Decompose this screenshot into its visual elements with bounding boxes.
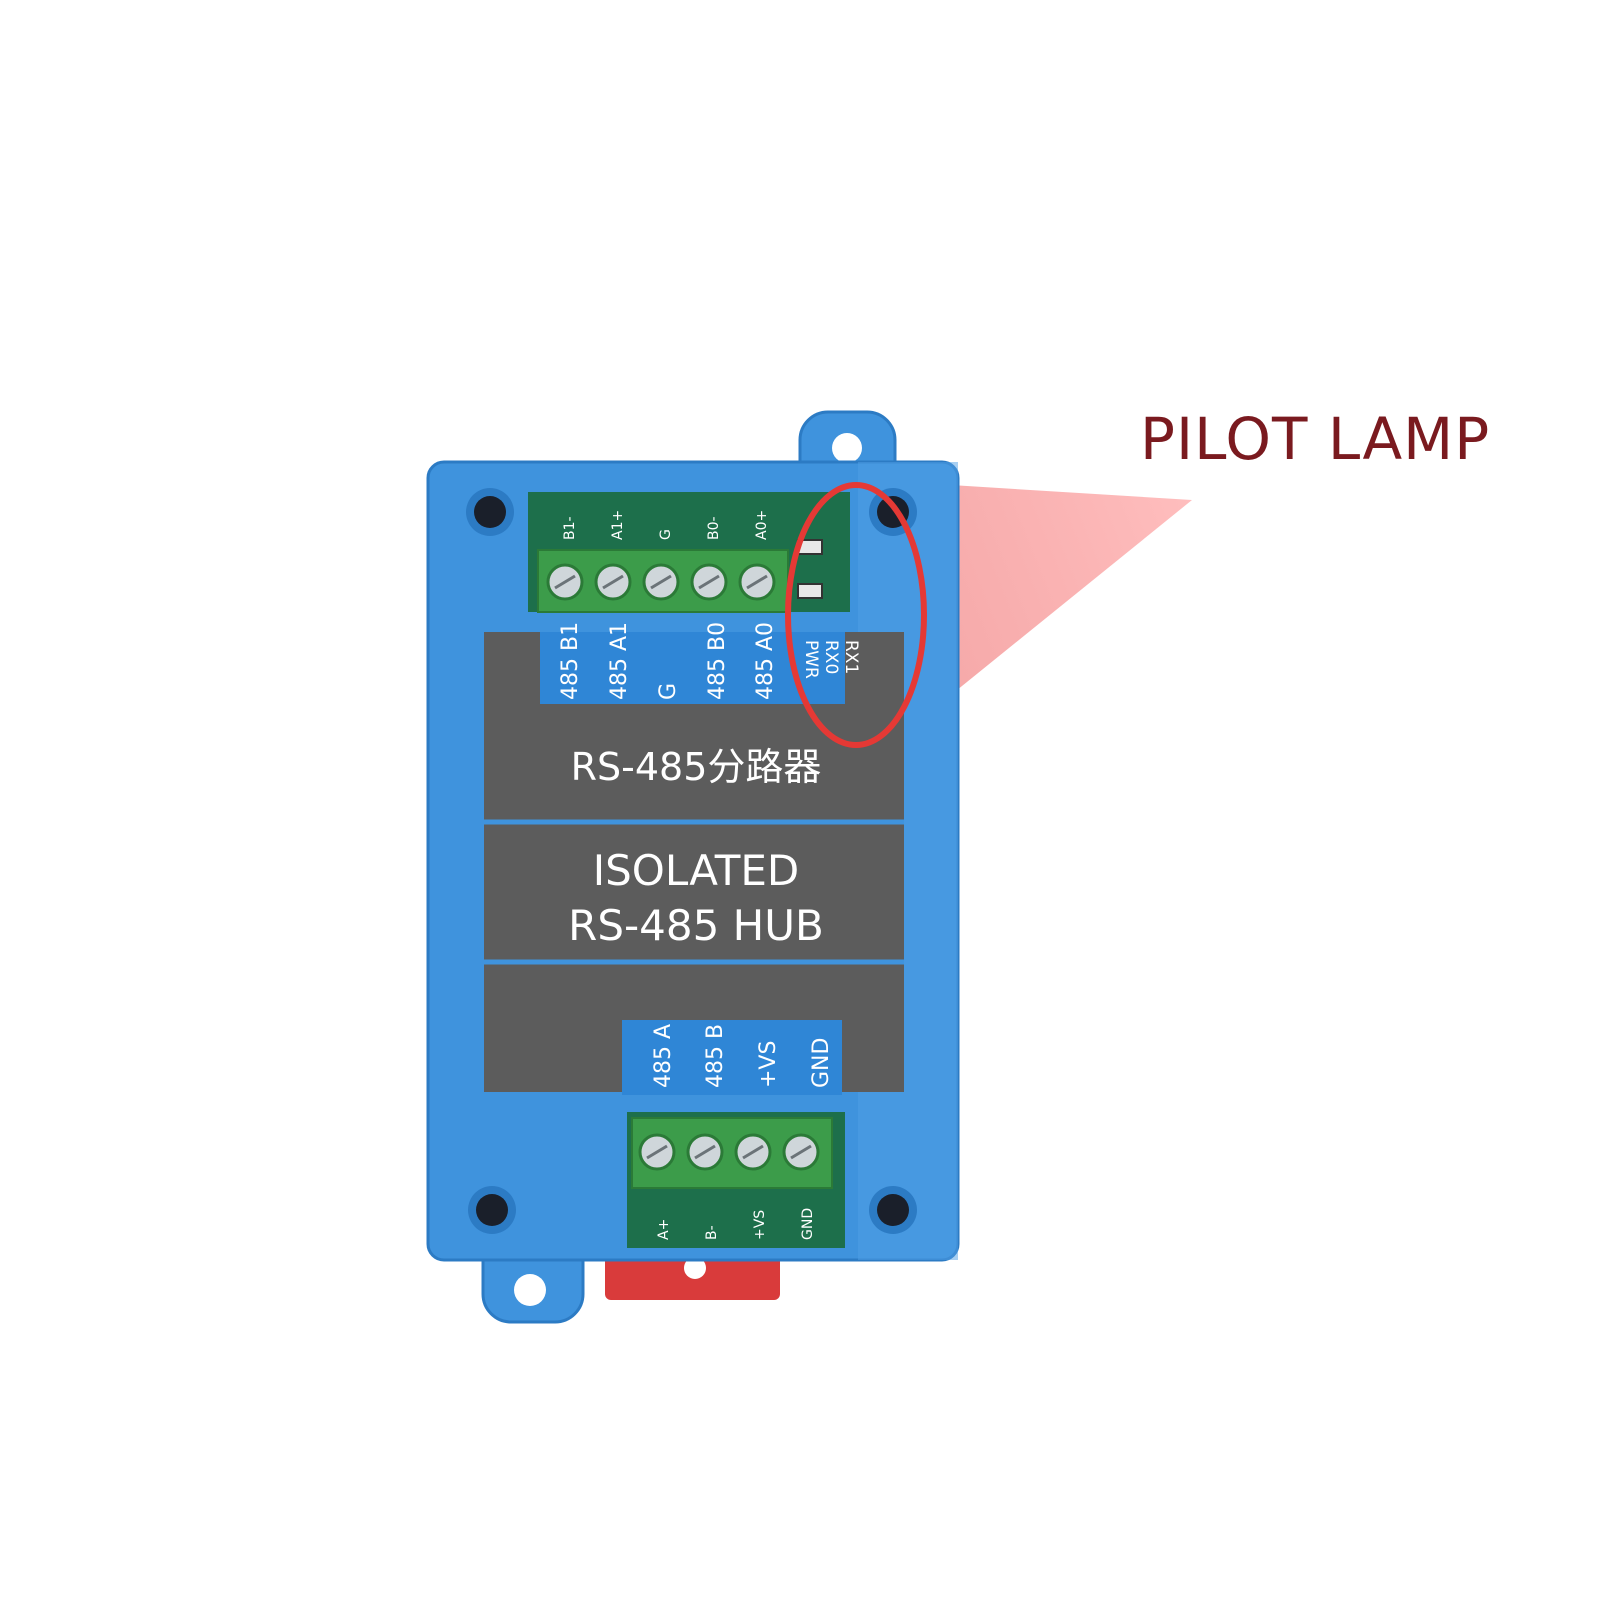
bottom-panel-labels: 485 A 485 B +VS GND [651, 1024, 834, 1088]
top-terminal-screw [546, 563, 584, 601]
pcb-label-g: G [658, 529, 674, 540]
pcb-label-bminus: B- [704, 1225, 720, 1240]
bottom-terminal-screw [638, 1133, 676, 1171]
panel-label-485a0: 485 A0 [753, 622, 778, 700]
bottom-label-strip [622, 1020, 842, 1095]
screw-bottom-right [869, 1186, 917, 1234]
panel-label-485a1: 485 A1 [607, 622, 632, 700]
pcb-label-gnd: GND [800, 1208, 816, 1240]
top-panel-labels: 485 B1 485 A1 G 485 B0 485 A0 [558, 622, 778, 700]
panel-label-gnd: GND [809, 1038, 834, 1088]
pcb-label-vs: +VS [752, 1210, 768, 1240]
title-en-line1: ISOLATED [593, 846, 799, 895]
led-labels: PWR RX0 RX1 [801, 640, 861, 679]
pilot-lamp-label: PILOT LAMP [1140, 405, 1491, 473]
grey-panel [484, 632, 904, 1092]
bottom-pcb-labels: A+ B- +VS GND [656, 1208, 816, 1240]
din-rail-clip [605, 1250, 780, 1300]
pcb-label-b0: B0- [706, 516, 722, 540]
top-terminal-screw [594, 563, 632, 601]
panel-label-485b: 485 B [703, 1024, 728, 1088]
pcb-label-a1: A1+ [610, 510, 626, 540]
bottom-terminal-screw [686, 1133, 724, 1171]
panel-label-485a: 485 A [651, 1024, 676, 1088]
title-en-line2: RS-485 HUB [568, 901, 824, 950]
led-rx [797, 583, 823, 599]
pcb-label-aplus: A+ [656, 1219, 672, 1240]
panel-label-g: G [656, 683, 681, 700]
panel-label-485b1: 485 B1 [558, 622, 583, 700]
bottom-terminal-screw [734, 1133, 772, 1171]
title-cn: RS-485分路器 [571, 745, 822, 789]
bottom-terminal-screws [638, 1133, 820, 1171]
top-pcb-labels: B1- A1+ G B0- A0+ [562, 510, 770, 540]
led-label-rx0: RX0 [821, 640, 841, 674]
screw-bottom-left [468, 1186, 516, 1234]
top-terminal-screw [738, 563, 776, 601]
top-terminal-screws [546, 563, 776, 601]
top-terminal-screw [690, 563, 728, 601]
led-label-pwr: PWR [801, 640, 821, 679]
led-label-rx1: RX1 [841, 640, 861, 674]
bottom-terminal-screw [782, 1133, 820, 1171]
panel-label-vs: +VS [756, 1041, 781, 1088]
pcb-label-b1: B1- [562, 516, 578, 540]
panel-label-485b0: 485 B0 [705, 622, 730, 700]
screw-top-left [466, 488, 514, 536]
pcb-label-a0: A0+ [754, 510, 770, 540]
highlight-ellipse [785, 482, 927, 748]
top-terminal-screw [642, 563, 680, 601]
